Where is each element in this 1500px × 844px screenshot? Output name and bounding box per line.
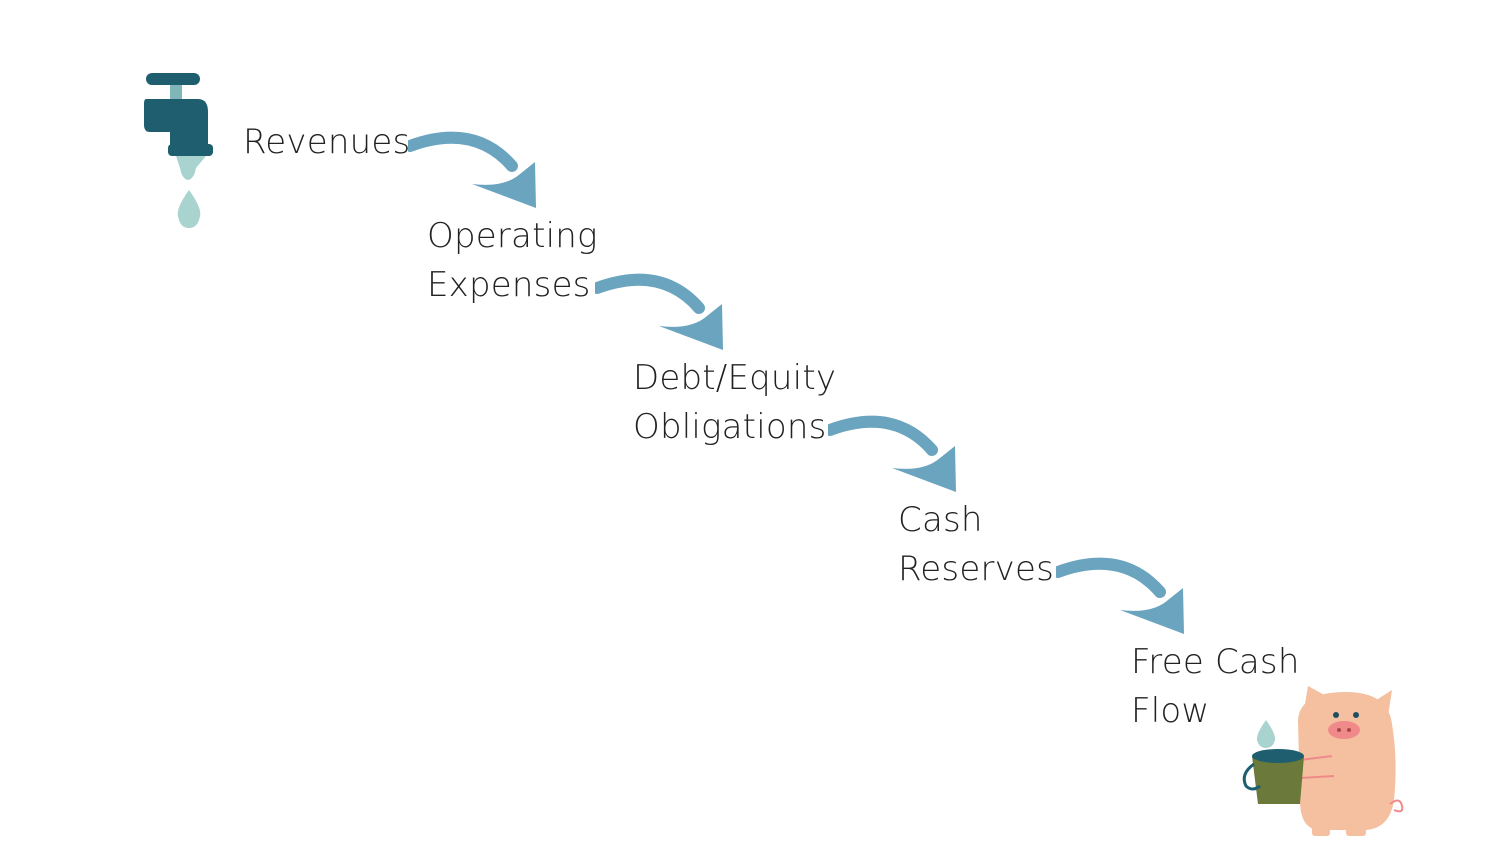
step-cash-reserves-line-1: Cash: [898, 500, 983, 540]
faucet-icon: [144, 73, 213, 228]
step-free-cash-flow-line-1: Free Cash: [1131, 642, 1300, 682]
step-debt-equity-line-1: Debt/Equity: [633, 358, 837, 398]
step-operating-expenses: Operating Expenses: [427, 212, 598, 310]
step-debt-equity-line-2: Obligations: [633, 407, 827, 447]
step-revenues: Revenues: [243, 118, 410, 167]
curved-arrow-icon: [828, 415, 956, 492]
step-cash-reserves: Cash Reserves: [898, 496, 1054, 594]
step-cash-reserves-line-2: Reserves: [898, 549, 1054, 589]
step-free-cash-flow-line-2: Flow: [1131, 691, 1210, 731]
step-operating-expenses-line-1: Operating: [427, 216, 598, 256]
curved-arrow-icon: [408, 131, 536, 208]
step-free-cash-flow: Free Cash Flow: [1131, 638, 1300, 736]
curved-arrow-icon: [1056, 557, 1184, 634]
step-operating-expenses-line-2: Expenses: [427, 265, 591, 305]
step-revenues-label: Revenues: [243, 122, 411, 162]
step-debt-equity-obligations: Debt/Equity Obligations: [633, 354, 836, 452]
piggy-with-bucket-icon: [1242, 686, 1404, 836]
curved-arrow-icon: [595, 273, 723, 350]
